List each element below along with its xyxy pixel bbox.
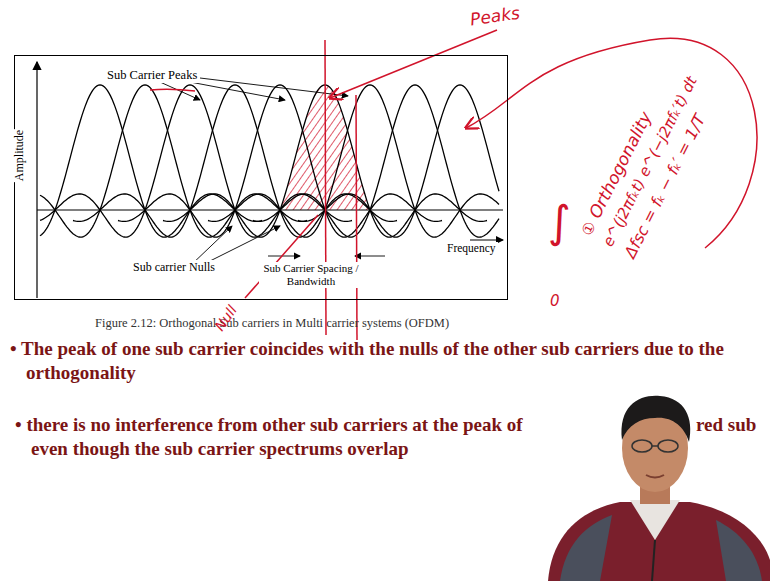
- subcarrier-curve: [73, 85, 397, 237]
- bullet-text: red sub: [696, 413, 756, 437]
- bullet-text: even though the sub carrier spectrums ov…: [31, 437, 409, 461]
- subcarrier-curve: [118, 85, 442, 237]
- integral-sign: ∫: [548, 196, 571, 247]
- subcarrier-curve: [253, 85, 499, 237]
- plot-frame: Amplitude Sub Carrier PeaksSub carrier Nu…: [14, 55, 508, 300]
- subcarrier-curve: [298, 85, 499, 237]
- bullet-text: • The peak of one sub carrier coincides …: [10, 337, 766, 385]
- handwritten-note: Peaks: [469, 3, 521, 30]
- plot-label: Sub Carrier Spacing / Bandwidth: [259, 262, 363, 288]
- plot-label: Sub Carrier Peaks: [105, 68, 199, 83]
- subcarrier-curve: [40, 85, 352, 237]
- plot-label: Sub carrier Nulls: [131, 260, 217, 275]
- subcarrier-curve: [40, 85, 262, 237]
- subcarrier-curve: [208, 85, 499, 237]
- callout-number: ①: [578, 219, 600, 239]
- subcarrier-curve: [40, 85, 307, 237]
- handwritten-equation: ①Orthogonalitye^(j2πfₖt) e^(−j2πfₖ′t) dt…: [576, 38, 735, 261]
- pointer-lines: [160, 78, 385, 266]
- figure-caption: Figure 2.12: Orthogonal Sub carriers in …: [95, 316, 449, 331]
- integral-limit: 0: [550, 292, 560, 310]
- subcarrier-curves: [40, 85, 499, 237]
- axis-label: Amplitude: [12, 129, 27, 182]
- axis-label: Frequency: [445, 242, 498, 254]
- bullet-text: • there is no interference from other su…: [15, 413, 523, 437]
- x-axis: [37, 209, 503, 210]
- red-annotations: [150, 30, 757, 340]
- y-axis: [36, 62, 37, 298]
- frequency-arrow: [470, 240, 503, 241]
